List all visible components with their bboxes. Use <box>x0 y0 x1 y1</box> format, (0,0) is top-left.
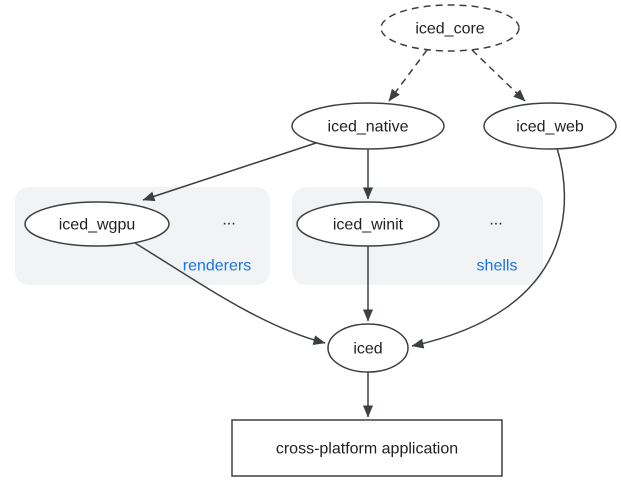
group-renderers-label: renderers <box>183 258 251 275</box>
group-renderers-ellipsis: ... <box>222 212 235 229</box>
node-iced-native-ellipse <box>291 102 445 150</box>
group-shells-label: shells <box>477 258 518 275</box>
group-shells-ellipsis: ... <box>489 212 502 229</box>
node-iced-wgpu-label: iced_wgpu <box>59 217 136 234</box>
node-iced-ellipse <box>327 323 409 373</box>
node-iced-web-label: iced_web <box>516 119 584 136</box>
edge-iced-core-to-iced-native <box>388 49 428 102</box>
node-application-rect <box>231 419 503 477</box>
node-iced-core-ellipse <box>380 4 520 52</box>
edge-iced-native-to-iced-wgpu <box>142 142 317 202</box>
node-iced-native-label: iced_native <box>328 119 409 136</box>
edge-iced-web-to-iced <box>411 147 566 349</box>
node-iced-web-ellipse <box>483 102 617 150</box>
node-iced-winit-label: iced_winit <box>333 217 404 234</box>
node-iced-winit-ellipse <box>296 201 440 247</box>
edge-iced-wgpu-to-iced <box>134 242 326 346</box>
edge-iced-core-to-iced-web <box>471 49 526 102</box>
node-iced-label: iced <box>353 341 382 358</box>
node-iced-core-label: iced_core <box>415 21 484 38</box>
node-iced-wgpu-ellipse <box>24 201 170 247</box>
node-application-label: cross-platform application <box>276 441 458 458</box>
